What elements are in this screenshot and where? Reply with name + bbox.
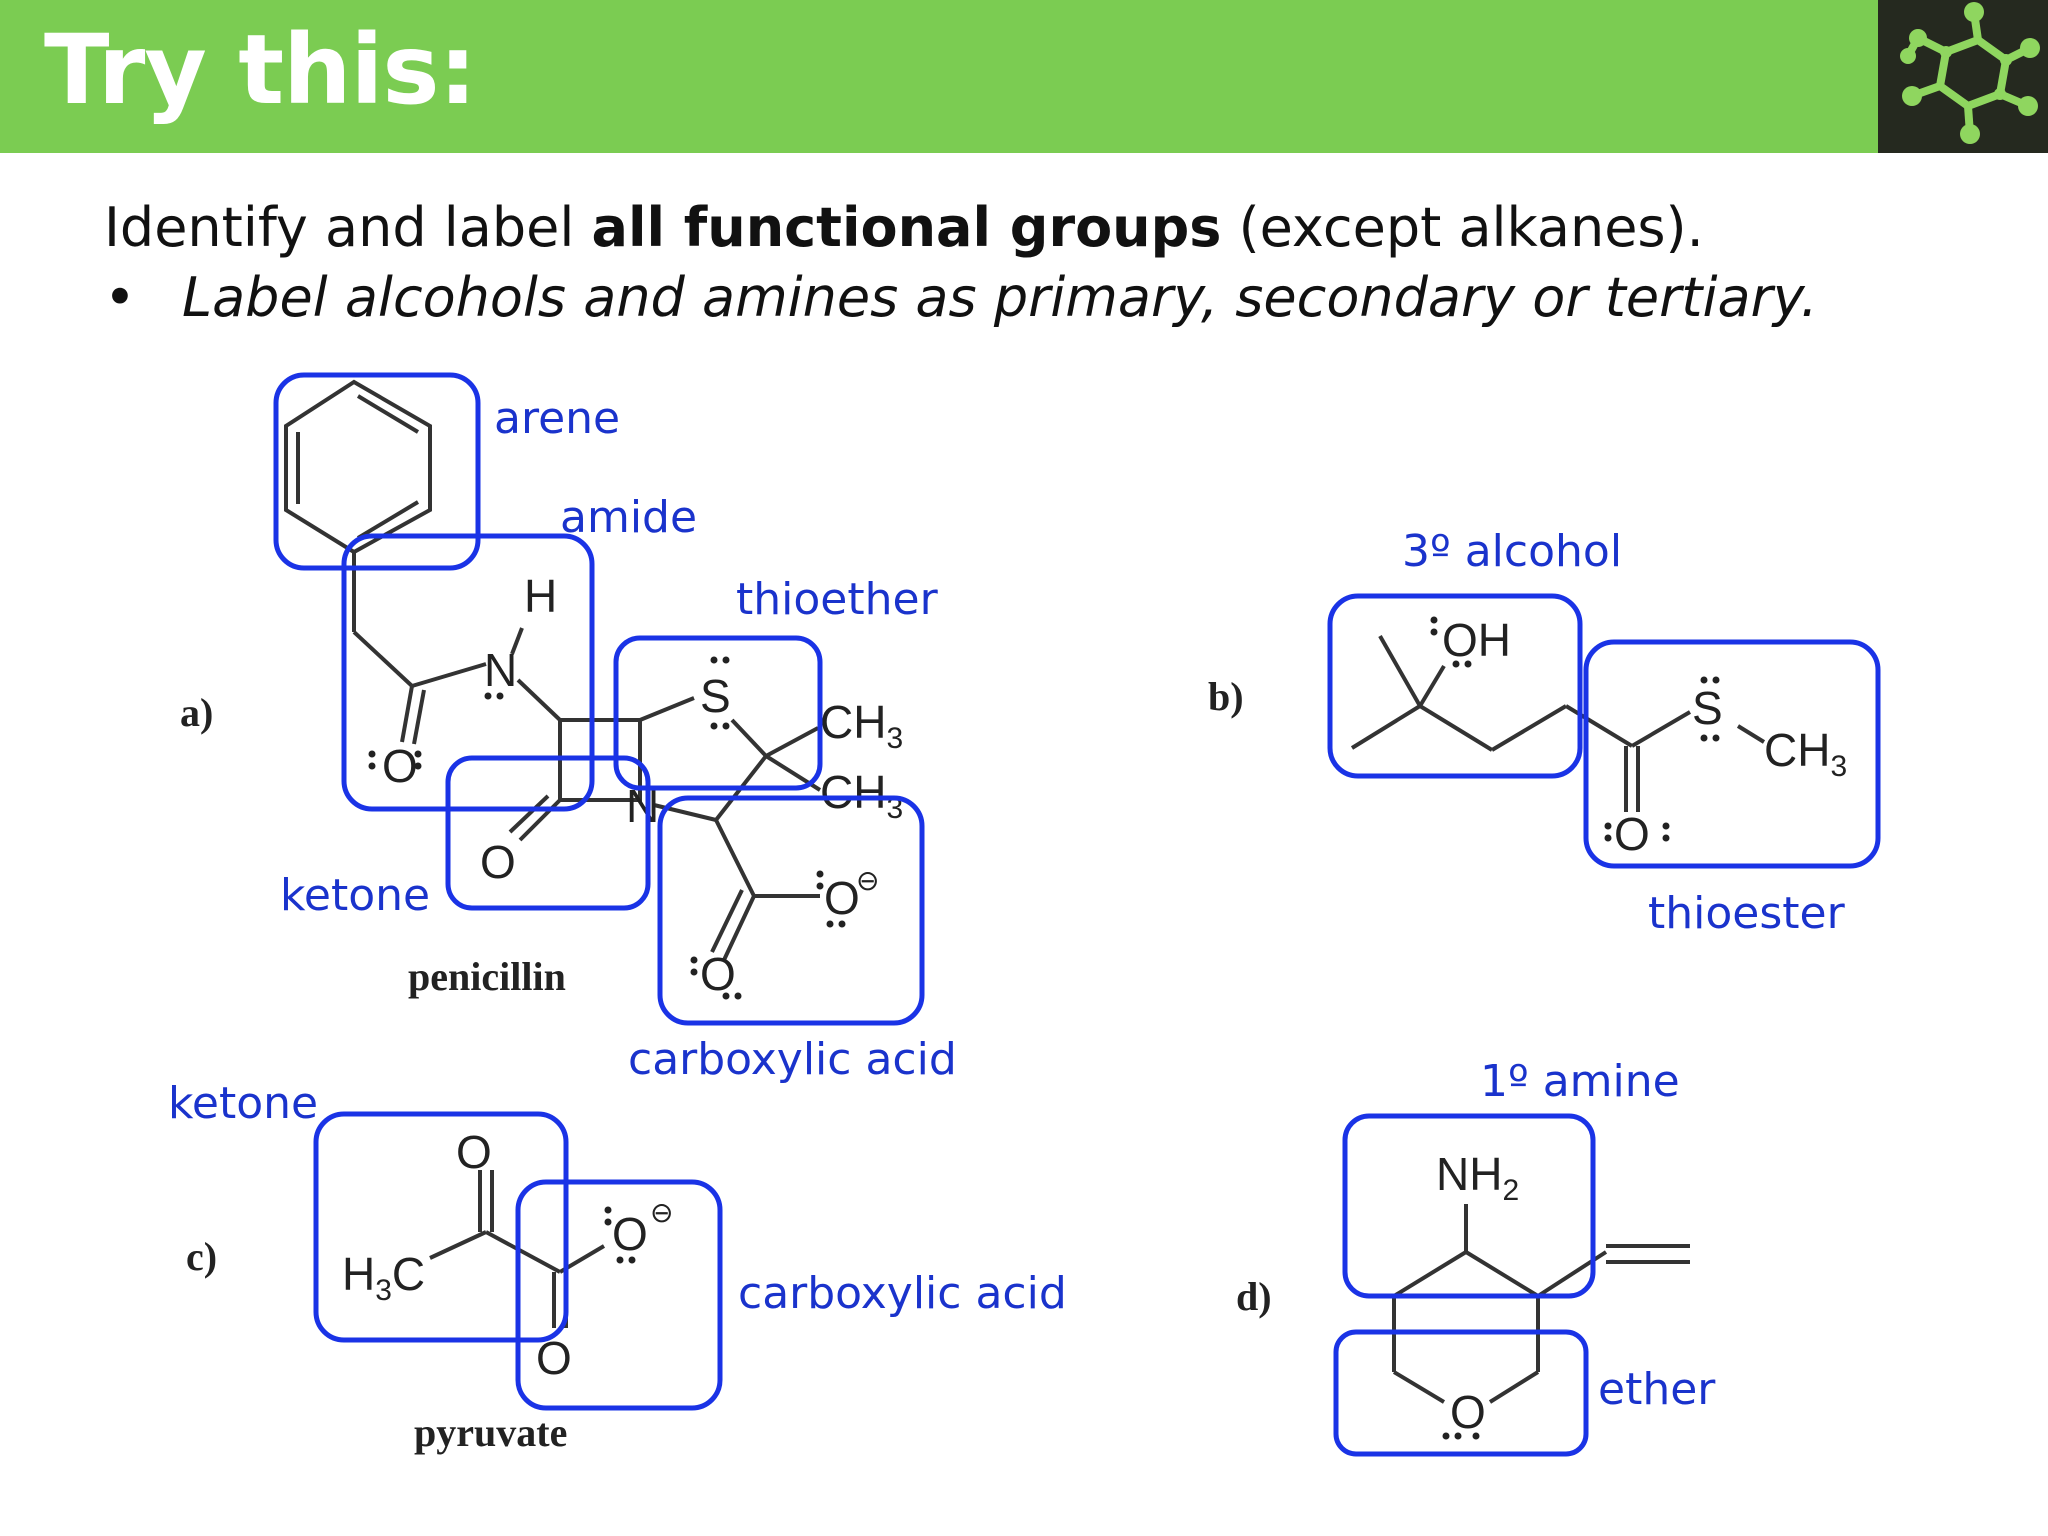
bullet-symbol: • [104, 266, 136, 329]
box-ketone-c [313, 1111, 569, 1343]
structure-tag-d: d) [1236, 1274, 1272, 1319]
atom-o-ether: O [1450, 1386, 1486, 1438]
structure-tag-b: b) [1208, 674, 1244, 719]
atom-n: N [484, 644, 517, 696]
atom-s: S [700, 670, 731, 722]
label-arene: arene [494, 393, 621, 444]
atom-ch3-a1: CH3 [820, 696, 903, 755]
negative-charge: ⊖ [856, 865, 879, 896]
atom-nh2: NH2 [1436, 1148, 1519, 1207]
label-thioether: thioether [736, 574, 938, 625]
annotation-boxes [273, 372, 1881, 1457]
bullet-text: Label alcohols and amines as primary, se… [182, 266, 1818, 329]
box-ketone-a [445, 755, 651, 911]
atom-o-c2: O [612, 1208, 648, 1260]
label-3-alcohol: 3º alcohol [1402, 526, 1623, 577]
negative-charge-c: ⊖ [650, 1197, 673, 1228]
label-thioester: thioester [1648, 888, 1845, 939]
label-amide: amide [560, 492, 698, 543]
atom-o: O [382, 740, 418, 792]
instruction-text: Identify and label all functional groups… [104, 196, 1704, 261]
label-ether: ether [1598, 1364, 1716, 1415]
box-ether [1333, 1329, 1589, 1457]
instruction-bold: all functional groups [591, 196, 1222, 259]
title-bar: Try this: [0, 0, 1878, 153]
atom-o-carboxylate: O [824, 872, 860, 924]
box-thioether [613, 635, 823, 791]
box-carboxylic-acid-c [515, 1179, 723, 1411]
atom-o-thioester: O [1614, 808, 1650, 860]
box-thioester [1583, 639, 1881, 869]
structure-a-atoms: H N O S CH3 CH3 N O O ⊖ O a) penicillin [180, 570, 903, 1000]
structure-d-atoms: NH2 O d) [1236, 1148, 1519, 1438]
structure-name-penicillin: penicillin [408, 954, 566, 999]
atom-h: H [524, 570, 557, 622]
molecule-icon [1900, 2, 2040, 144]
box-arene [273, 372, 481, 571]
structure-name-pyruvate: pyruvate [414, 1410, 567, 1455]
label-carboxylic-acid-a: carboxylic acid [628, 1034, 957, 1085]
structure-tag-c: c) [186, 1234, 217, 1279]
structure-b [1350, 635, 1766, 812]
atom-o-c1: O [456, 1126, 492, 1178]
box-3-alcohol [1327, 593, 1583, 779]
label-ketone-a: ketone [280, 870, 431, 921]
box-amide [341, 533, 595, 812]
label-ketone-c: ketone [168, 1078, 319, 1129]
atom-h3c: H3C [342, 1248, 425, 1307]
lone-pair-dots [368, 616, 1720, 1440]
atom-oh: OH [1442, 614, 1511, 666]
structure-tag-a: a) [180, 690, 213, 735]
instruction-prefix: Identify and label [104, 196, 592, 259]
structure-b-atoms: OH S CH3 O b) [1208, 614, 1847, 860]
atom-o-carbonyl: O [700, 948, 736, 1000]
molecule-logo [1878, 0, 2048, 153]
atom-ch3-b: CH3 [1764, 724, 1847, 783]
slide-title: Try this: [44, 14, 477, 126]
label-carboxylic-acid-c: carboxylic acid [738, 1268, 1067, 1319]
box-1-amine [1342, 1113, 1596, 1299]
instruction-suffix: (except alkanes). [1221, 196, 1704, 259]
atom-s-thioester: S [1692, 682, 1723, 734]
label-1-amine: 1º amine [1480, 1056, 1680, 1107]
atom-o-lactam: O [480, 836, 516, 888]
box-carboxylic-acid-a [657, 795, 925, 1026]
